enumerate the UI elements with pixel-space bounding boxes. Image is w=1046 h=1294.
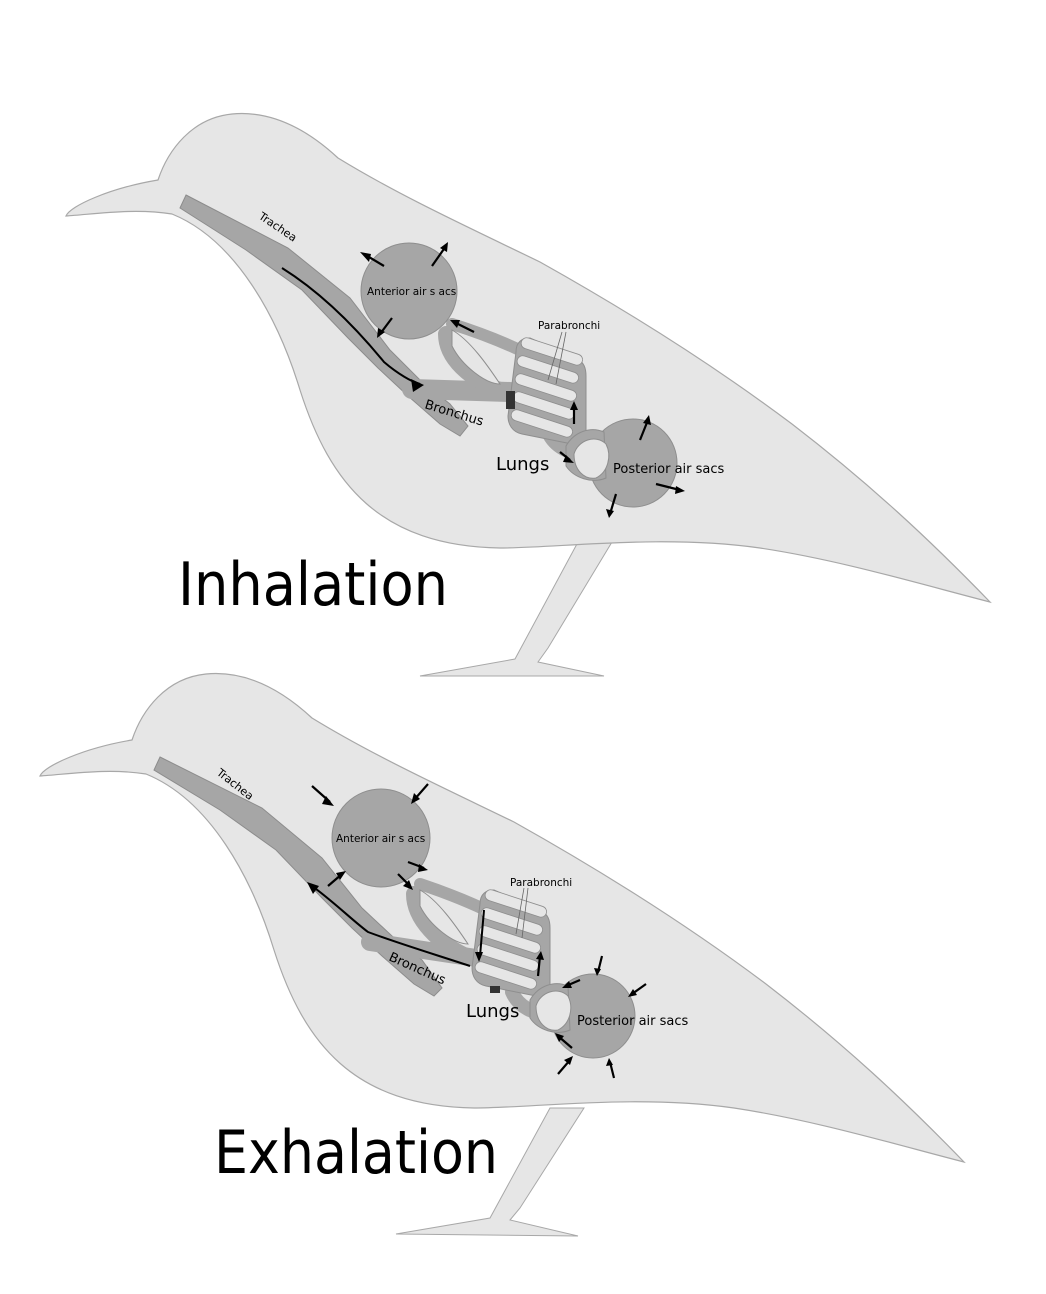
arrow [559, 451, 574, 463]
air-flow-line [311, 885, 471, 967]
parabronchi-flow-line [479, 909, 485, 957]
lungs-label: Lungs [466, 1001, 519, 1022]
anterior-sac-loop [451, 329, 501, 385]
arrow [555, 1033, 573, 1049]
lungs-label: Lungs [496, 454, 549, 475]
posterior-air-sacs-label: Posterior air sacs [577, 1014, 689, 1029]
arrow [594, 955, 604, 976]
parabronchi-label: Parabronchi [538, 320, 600, 332]
anterior-sac-loop [419, 889, 469, 945]
bird-leg [395, 1107, 585, 1237]
arrow [628, 983, 647, 997]
arrow [562, 978, 581, 988]
trachea [179, 194, 469, 437]
arrow [655, 482, 685, 494]
arrow [407, 860, 428, 872]
parabronchi-leader [547, 331, 567, 385]
parabronchi-block [471, 889, 551, 997]
parabronchi-block [507, 337, 587, 445]
air-flow-arrowhead [411, 379, 424, 392]
anterior-air-sac [360, 242, 458, 340]
exhalation-panel: Trachea Anterior air s acs Parabronchi B… [39, 672, 966, 1237]
parabronchi-flow-arrowhead [475, 952, 483, 962]
arrow [377, 317, 393, 338]
arrow [638, 415, 651, 441]
inhalation-title: Inhalation [178, 550, 448, 620]
arrow [606, 493, 618, 518]
valve [490, 986, 500, 993]
arrow [557, 1056, 573, 1075]
arrow [536, 951, 544, 977]
posterior-sac-loop [573, 438, 610, 479]
air-flow-line [281, 267, 421, 385]
parabronchi-leader [515, 887, 529, 939]
deflation-arrows [311, 783, 647, 1079]
anterior-air-sac [331, 788, 431, 888]
arrow [311, 785, 334, 806]
arrow [450, 320, 475, 333]
inflation-arrows [360, 242, 685, 518]
arrow [431, 242, 448, 267]
bird-leg [419, 541, 613, 677]
arrow [327, 871, 346, 887]
parabronchi-label: Parabronchi [510, 877, 572, 889]
posterior-air-sacs-label: Posterior air sacs [613, 462, 725, 477]
arrow [360, 252, 385, 267]
valve [506, 391, 515, 409]
arrow [606, 1058, 616, 1079]
inhalation-panel: Trachea Anterior air s acs Parabronchi B… [65, 112, 992, 677]
posterior-sac-loop [535, 990, 572, 1031]
arrow [397, 873, 413, 890]
anterior-air-sacs-label: Anterior air s acs [336, 833, 425, 845]
air-flow-arrowhead [307, 882, 319, 894]
anterior-air-sacs-label: Anterior air s acs [367, 286, 456, 298]
arrow [411, 783, 429, 804]
exhalation-title: Exhalation [214, 1118, 498, 1188]
arrow [570, 401, 578, 424]
